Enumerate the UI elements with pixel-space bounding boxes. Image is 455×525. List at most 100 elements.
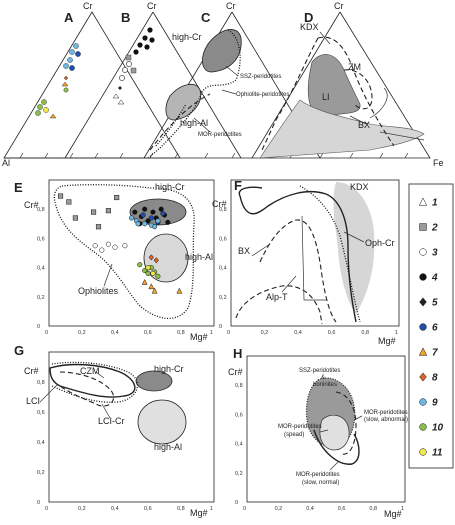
boundary-alp-t-inner (301, 215, 326, 301)
boundary-kdx-f-top (238, 186, 263, 197)
label-ssz-c: SSZ-peridotites (240, 74, 281, 80)
ternary-d-base (4, 11, 431, 159)
point (149, 37, 155, 43)
field-bx (259, 99, 425, 159)
legend-label-9: 9 (432, 398, 438, 409)
x-tick-label: 1 (401, 506, 404, 512)
point (61, 81, 69, 87)
label-lci-cr: LCI-Cr (98, 416, 125, 426)
y-tick-label: 0,4 (37, 266, 45, 272)
boundary-ophiolites (53, 184, 195, 319)
y-tick-label: 0,8 (37, 207, 45, 213)
data-point-group-2 (91, 209, 97, 215)
boundary-bx (259, 219, 337, 323)
label-h-mor-slow-n-2: (slow, normal) (302, 480, 339, 486)
data-point-group-4 (132, 209, 138, 215)
x-tick-label: 0,6 (328, 330, 336, 336)
x-tick-label: 0 (243, 506, 246, 512)
point (137, 42, 143, 48)
legend-marker-8 (419, 372, 427, 382)
point (67, 57, 73, 63)
data-point-group-4 (150, 209, 156, 215)
label-alp-t: Alp-T (266, 292, 288, 302)
label-kdx-f: KDX (350, 182, 369, 192)
legend-label-3: 3 (432, 248, 438, 259)
boundary-mor-slow-abnormal (335, 391, 357, 455)
label-high-al-g: high-Al (154, 442, 182, 452)
y-tick-label: 0,4 (219, 266, 227, 272)
ternary-d-left-edge (251, 11, 341, 159)
boundary-alp-t (235, 285, 323, 325)
point (73, 43, 79, 49)
data-point-group-4 (165, 219, 171, 225)
ternary-a-points (35, 43, 81, 119)
ternary-row: A B C D Cr Cr Cr Cr Al Fe (2, 1, 444, 168)
point (126, 61, 132, 67)
legend-marker-7 (418, 347, 428, 356)
y-tick-label: 0,2 (37, 470, 45, 476)
axis-label-x-h: Mg# (384, 509, 402, 519)
legend-marker-1 (418, 197, 428, 206)
data-point-group-3 (92, 243, 98, 249)
field-mor-spread (319, 414, 350, 451)
legend-marker-3 (419, 248, 427, 256)
field-high-cr-g (135, 370, 173, 392)
data-point-group-9 (135, 221, 141, 227)
label-h-mor-slow-n-1: MOR-peridotites (296, 472, 340, 478)
data-point-group-9 (128, 215, 135, 221)
legend-label-6: 6 (432, 323, 438, 334)
data-point-group-8 (153, 257, 159, 264)
leader-lines-d (319, 31, 425, 141)
label-high-cr-c: high-Cr (172, 32, 202, 42)
apex-label-cr-b: Cr (147, 1, 157, 11)
y-tick-label: 0,6 (235, 412, 243, 418)
apex-label-cr-d: Cr (334, 1, 344, 11)
x-tick-label: 1 (395, 330, 398, 336)
label-li: LI (322, 92, 330, 102)
leader-ophiolites (103, 263, 113, 287)
point (75, 51, 81, 57)
ternary-b: B (64, 10, 242, 159)
y-tick-label: 0,4 (235, 442, 243, 448)
field-high-al (165, 83, 202, 121)
boundary-kdx (317, 36, 395, 147)
label-h-ssz-1: SSZ-peridotites (299, 368, 340, 374)
ternary-d: D (4, 10, 431, 159)
data-point-group-10 (142, 267, 148, 274)
data-point-group-2 (95, 224, 102, 230)
field-high-al-g (137, 399, 187, 445)
ternary-b-left-edge (64, 11, 154, 159)
data-point-group-2 (58, 193, 64, 199)
field-high-cr-e (129, 198, 187, 226)
x-tick-label: 0,4 (111, 506, 119, 512)
boundary-zm (343, 69, 373, 110)
ternary-b-points (112, 27, 155, 105)
label-h-mor-slow-ab-2: (slow, abnormal) (364, 417, 408, 423)
point (147, 27, 153, 33)
x-tick-label: 0 (227, 330, 230, 336)
boundary-kdx-left (261, 37, 319, 151)
boundary-czm (51, 361, 139, 403)
point (125, 54, 132, 61)
y-tick-label: 0 (37, 324, 40, 330)
x-tick-label: 0,6 (144, 330, 152, 336)
data-point-group-9 (142, 221, 148, 227)
panel-label-g: G (14, 343, 24, 358)
point (144, 44, 150, 50)
leader-lines-g (39, 371, 111, 419)
point (43, 107, 49, 113)
x-tick-label: 0,2 (78, 330, 86, 336)
data-point-group-2 (105, 208, 111, 214)
data-point-group-11 (145, 265, 151, 271)
point (118, 86, 122, 90)
data-point-group-2 (66, 199, 72, 205)
axis-label-y-f: Cr# (212, 199, 227, 209)
legend-marker-4 (419, 273, 427, 281)
x-tick-label: 0 (45, 506, 48, 512)
data-point-group-4 (145, 218, 151, 224)
